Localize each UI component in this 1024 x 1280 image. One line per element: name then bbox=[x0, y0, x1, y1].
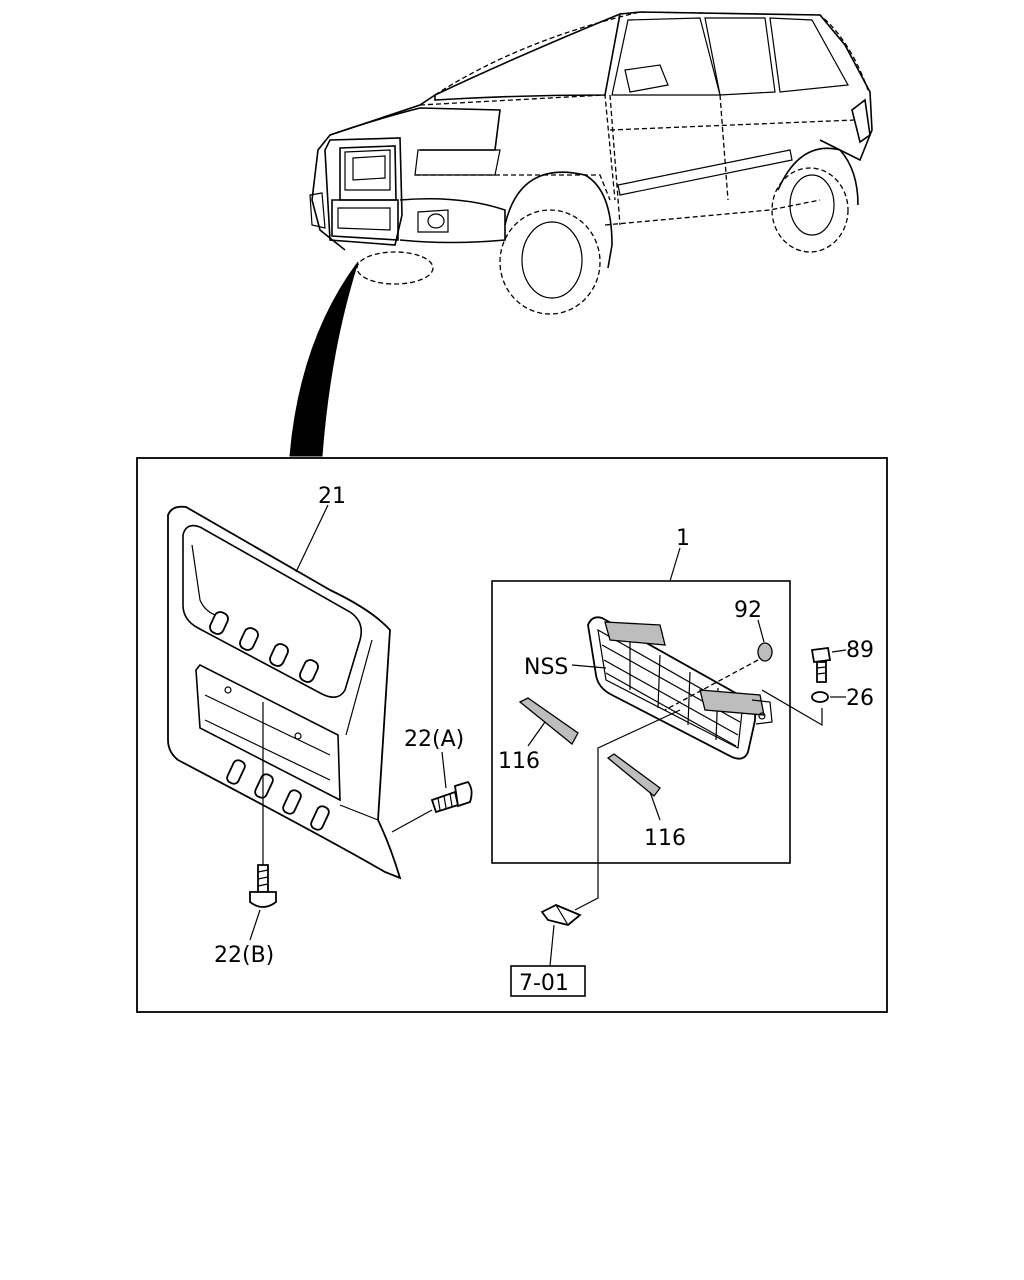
grille-assembly-box bbox=[491, 580, 791, 864]
callout-26: 26 bbox=[846, 686, 874, 711]
callout-92: 92 bbox=[734, 598, 762, 623]
callout-116-right: 116 bbox=[644, 826, 686, 851]
callout-1: 1 bbox=[676, 526, 690, 551]
callout-22b: 22(B) bbox=[214, 943, 274, 968]
molding-116-right bbox=[606, 753, 661, 797]
washer-26 bbox=[811, 691, 829, 703]
molding-116-left bbox=[518, 697, 579, 745]
vehicle-illustration bbox=[309, 11, 873, 315]
screw-89 bbox=[810, 646, 832, 683]
clip-92 bbox=[757, 642, 773, 662]
bolt-22a bbox=[430, 780, 473, 814]
callout-89: 89 bbox=[846, 638, 874, 663]
callout-21: 21 bbox=[318, 484, 346, 509]
grille-guard-panel bbox=[167, 505, 402, 880]
detail-pointer-arrow bbox=[289, 261, 359, 457]
reference-box bbox=[510, 965, 586, 997]
radiator-grille bbox=[587, 616, 773, 760]
emblem-part bbox=[540, 904, 582, 926]
callout-116-left: 116 bbox=[498, 749, 540, 774]
detail-frame bbox=[136, 457, 888, 1013]
bolt-22b bbox=[249, 864, 277, 908]
callout-22a: 22(A) bbox=[404, 727, 464, 752]
callout-nss: NSS bbox=[524, 655, 568, 680]
reference-7-01: 7-01 bbox=[519, 971, 569, 996]
